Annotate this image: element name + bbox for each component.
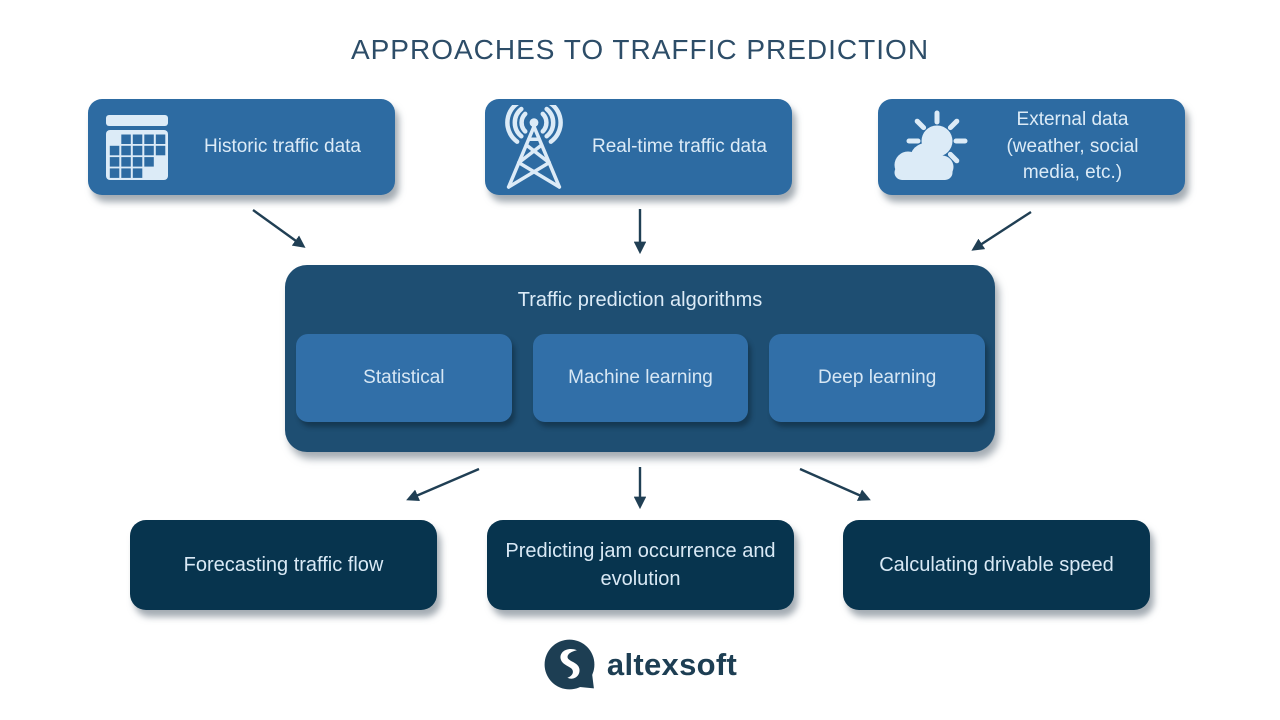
outcome-box-predicting-jam: Predicting jam occurrence and evolution <box>487 520 794 610</box>
brand-logo: altexsoft <box>0 638 1280 691</box>
source-box-external-data: External data (weather, social media, et… <box>878 99 1185 195</box>
arrow-external-to-algorithms <box>971 210 1032 251</box>
brand-name: altexsoft <box>606 646 738 682</box>
algorithm-box-machine-learning: Machine learning <box>532 334 749 422</box>
arrow-algorithms-to-forecasting <box>406 467 480 502</box>
page-title: APPROACHES TO TRAFFIC PREDICTION <box>350 34 930 65</box>
source-box-historic-traffic-data: Historic traffic data <box>88 99 395 195</box>
source-label: Real-time traffic data <box>592 135 767 157</box>
algorithms-row: Statistical Machine learning Deep learni… <box>296 334 986 422</box>
source-label: Historic traffic data <box>204 135 361 157</box>
radio-tower-icon <box>485 105 583 189</box>
arrow-historic-to-algorithms <box>252 209 306 248</box>
outcome-box-calculating-drivable-speed: Calculating drivable speed <box>843 520 1150 610</box>
algorithm-box-deep-learning: Deep learning <box>769 334 986 422</box>
arrow-algorithms-to-speed <box>799 467 871 501</box>
algorithms-title: Traffic prediction algorithms <box>517 289 763 311</box>
source-box-realtime-traffic-data: Real-time traffic data <box>485 99 792 195</box>
calendar-icon <box>88 112 186 182</box>
sun-cloud-icon <box>878 108 976 186</box>
algorithm-box-statistical: Statistical <box>296 334 512 422</box>
algorithms-container: Traffic prediction algorithms Statistica… <box>285 265 995 452</box>
altexsoft-logo-icon <box>543 638 596 691</box>
source-label: External data (weather, social media, et… <box>1006 108 1139 184</box>
outcome-box-forecasting-traffic-flow: Forecasting traffic flow <box>130 520 437 610</box>
